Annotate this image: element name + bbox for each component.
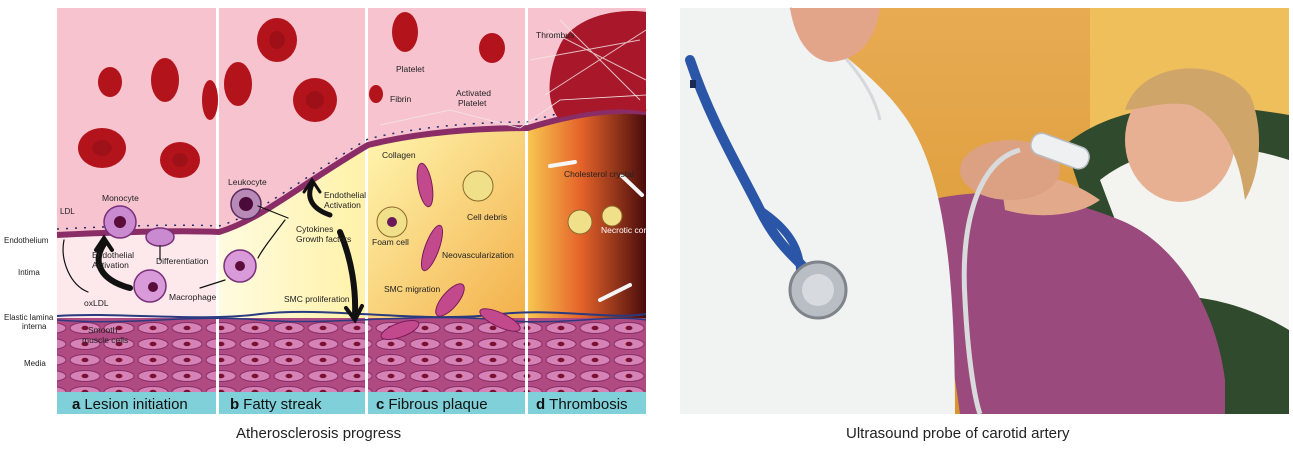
label-oxldl: oxLDL <box>84 298 109 308</box>
label-neovascularization: Neovascularization <box>442 250 514 260</box>
stage-b-letter: b <box>230 396 239 413</box>
label-leukocyte: Leukocyte <box>228 177 267 187</box>
label-activated-2: Platelet <box>458 98 487 108</box>
caption-ultrasound: Ultrasound probe of carotid artery <box>846 425 1069 442</box>
label-macrophage: Macrophage <box>169 292 217 302</box>
side-label-elastic-lamina: Elastic lamina <box>4 313 54 322</box>
label-differentiation: Differentiation <box>156 256 209 266</box>
label-smc-2: muscle cells <box>82 335 128 345</box>
stage-d-title: Thrombosis <box>549 396 627 413</box>
label-cytokines: Cytokines <box>296 224 333 234</box>
stage-d-letter: d <box>536 396 545 413</box>
label-smc-1: Smooth <box>88 325 118 335</box>
label-necrotic-core: Necrotic core <box>601 225 651 235</box>
label-collagen: Collagen <box>382 150 416 160</box>
label-activated-1: Activated <box>456 88 491 98</box>
label-endothelial-activation-b2: Activation <box>324 200 361 210</box>
side-label-interna: interna <box>22 322 47 331</box>
stage-a-title: Lesion initiation <box>84 396 187 413</box>
label-platelet: Platelet <box>396 64 425 74</box>
label-fibrin: Fibrin <box>390 94 412 104</box>
side-label-ldl: LDL <box>60 207 75 216</box>
label-growth-factors: Growth factors <box>296 234 351 244</box>
label-endothelial-activation-b1: Endothelial <box>324 190 366 200</box>
caption-atherosclerosis: Atherosclerosis progress <box>236 425 401 442</box>
stage-c-title: Fibrous plaque <box>388 396 487 413</box>
label-cholesterol-crystal: Cholesterol crystal <box>564 169 634 179</box>
label-cell-debris: Cell debris <box>467 212 507 222</box>
label-monocyte: Monocyte <box>102 193 139 203</box>
label-endothelial-activation-a2: Activation <box>92 260 129 270</box>
stage-c-letter: c <box>376 396 384 413</box>
stage-b-title: Fatty streak <box>243 396 322 413</box>
side-label-endothelium: Endothelium <box>4 236 49 245</box>
atherosclerosis-diagram: Monocyte Endothelial Activation Differen… <box>4 8 651 414</box>
label-thrombus: Thrombus <box>536 30 574 40</box>
label-smc-proliferation: SMC proliferation <box>284 294 350 304</box>
side-label-intima: Intima <box>18 268 40 277</box>
media-layer <box>57 312 646 396</box>
ultrasound-photo <box>680 8 1289 414</box>
stage-a-letter: a <box>72 396 81 413</box>
label-endothelial-activation-a1: Endothelial <box>92 250 134 260</box>
side-label-media: Media <box>24 359 46 368</box>
label-foam-cell: Foam cell <box>372 237 409 247</box>
label-smc-migration: SMC migration <box>384 284 440 294</box>
